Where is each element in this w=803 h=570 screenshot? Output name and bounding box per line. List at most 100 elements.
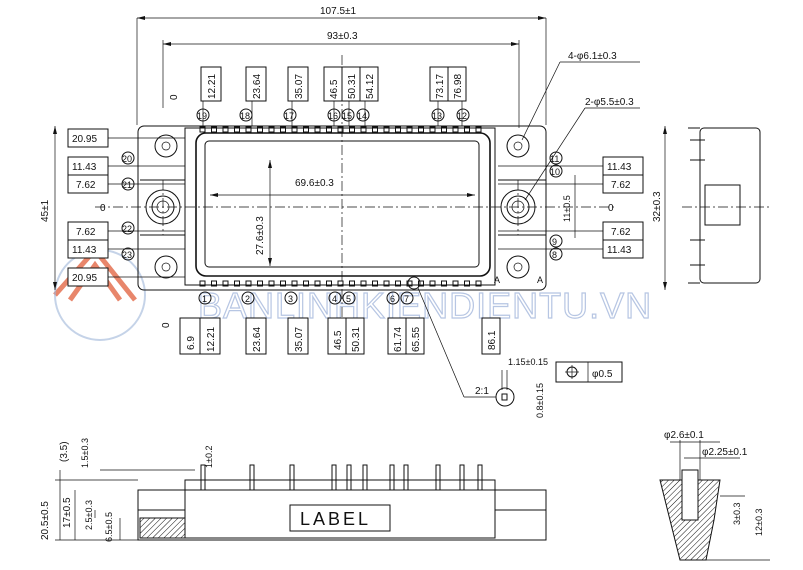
pin-pad: [268, 126, 275, 133]
svg-text:9: 9: [552, 237, 557, 247]
svg-text:17: 17: [284, 111, 294, 121]
svg-text:7.62: 7.62: [76, 180, 96, 191]
svg-text:65.55: 65.55: [411, 327, 422, 352]
svg-text:107.5±1: 107.5±1: [320, 6, 357, 17]
pin-pad: [418, 280, 424, 287]
bottom-pin-dims: 6.9 12.21 23.64 35.07 46.5 50.31 61.74 6…: [161, 317, 501, 355]
svg-text:20.5±0.5: 20.5±0.5: [40, 501, 51, 540]
svg-text:1: 1: [202, 294, 207, 304]
svg-text:46.5: 46.5: [333, 330, 344, 350]
pin-pad: [211, 126, 217, 133]
pin-detail-view: φ2.6±0.1 φ2.25±0.1 3±0.3 12±0.3: [659, 430, 770, 561]
pin-pad: [337, 280, 344, 287]
svg-text:4: 4: [332, 294, 337, 304]
svg-text:16: 16: [328, 111, 338, 121]
front-pin: [289, 464, 295, 491]
svg-text:11.43: 11.43: [72, 245, 97, 256]
pin-pad: [372, 280, 378, 287]
pin-pad: [372, 126, 378, 133]
svg-text:11±0.5: 11±0.5: [562, 195, 572, 222]
svg-text:11.43: 11.43: [72, 162, 97, 173]
pin-pad: [441, 126, 447, 133]
svg-text:6.9: 6.9: [186, 336, 197, 350]
svg-text:21: 21: [122, 180, 132, 190]
pin-pad: [406, 280, 413, 287]
svg-text:5: 5: [346, 294, 351, 304]
svg-text:45±1: 45±1: [40, 199, 51, 222]
pin-pad: [291, 126, 298, 133]
pin-pad: [280, 280, 286, 287]
pin-pad: [349, 126, 355, 133]
pin-pad: [395, 280, 401, 287]
svg-text:0: 0: [608, 203, 614, 214]
front-pin: [403, 464, 409, 491]
top-dim-label: 46.5: [329, 79, 340, 99]
svg-text:27.6±0.3: 27.6±0.3: [255, 216, 266, 255]
front-pin: [477, 464, 483, 491]
svg-text:1.15±0.15: 1.15±0.15: [508, 357, 548, 367]
pin-pad: [383, 126, 390, 133]
svg-text:11.43: 11.43: [607, 245, 632, 256]
svg-text:2-φ5.5±0.3: 2-φ5.5±0.3: [585, 97, 634, 108]
svg-text:7: 7: [404, 294, 409, 304]
top-dim-label: 12.21: [207, 74, 218, 99]
right-pin-dims: 11.43 7.62 7.62 11.43 0 11 10 9 8 11±0.5…: [494, 126, 667, 290]
pin-pad: [234, 126, 240, 133]
top-dim-label: 50.31: [347, 74, 358, 99]
svg-text:7.62: 7.62: [611, 227, 631, 238]
svg-text:φ2.25±0.1: φ2.25±0.1: [702, 447, 748, 458]
front-pin: [435, 464, 441, 491]
svg-text:18: 18: [240, 111, 250, 121]
svg-text:23: 23: [122, 250, 132, 260]
hole-callouts: 4-φ6.1±0.3 2-φ5.5±0.3: [521, 51, 640, 201]
svg-text:17±0.5: 17±0.5: [62, 497, 73, 528]
module-top-view: [95, 55, 615, 345]
pin-pad: [418, 126, 424, 133]
svg-text:1±0.2: 1±0.2: [204, 446, 214, 468]
pin-pad: [245, 126, 252, 133]
left-pin-dims: 45±1 20.95 11.43 7.62 7.62 11.43 20.95 0…: [40, 126, 185, 290]
svg-text:φ2.6±0.1: φ2.6±0.1: [664, 430, 704, 441]
pin-pad: [268, 280, 275, 287]
label-text: LABEL: [300, 509, 371, 529]
pin-pad: [257, 280, 263, 287]
pin-pad: [452, 126, 459, 133]
svg-text:7.62: 7.62: [76, 227, 96, 238]
dim-overall-width: 107.5±1: [136, 6, 547, 125]
front-pin: [331, 464, 337, 491]
svg-text:2: 2: [245, 294, 250, 304]
svg-text:11.43: 11.43: [607, 162, 632, 173]
pin-pad: [395, 126, 401, 133]
pin-pad: [349, 280, 355, 287]
svg-text:12: 12: [457, 111, 467, 121]
svg-text:6.5±0.5: 6.5±0.5: [104, 512, 114, 542]
svg-text:10: 10: [550, 167, 560, 177]
pin-pad: [326, 280, 332, 287]
svg-text:32±0.3: 32±0.3: [652, 191, 663, 222]
pin-pad: [291, 280, 298, 287]
pin-pad: [222, 280, 229, 287]
svg-text:2:1: 2:1: [475, 386, 489, 397]
pin-pad: [441, 280, 447, 287]
pin-detail-callout: 2:1 1.15±0.15 0.8±0.15 φ0.5: [407, 276, 623, 418]
pin-pad: [303, 126, 309, 133]
svg-text:23.64: 23.64: [252, 327, 263, 352]
bottom-pin-numbers: 1 2 3 4 5 6 7: [198, 291, 414, 305]
pin-pad: [257, 126, 263, 133]
top-dim-label: 76.98: [453, 74, 464, 99]
pin-pad: [452, 280, 459, 287]
svg-text:93±0.3: 93±0.3: [327, 31, 358, 42]
svg-text:0: 0: [169, 94, 180, 100]
top-dim-label: 73.17: [435, 74, 446, 99]
svg-text:61.74: 61.74: [393, 327, 404, 352]
pin-pad: [464, 280, 470, 287]
pin-pad: [475, 126, 482, 133]
front-pin: [346, 464, 352, 491]
front-pin: [459, 464, 465, 491]
dim-base-width: 93±0.3: [162, 31, 520, 128]
pin-pad: [314, 280, 321, 287]
front-view-dims: 20.5±0.5 17±0.5 2.5±0.3 6.5±0.5 (3.5) 1.…: [40, 438, 214, 542]
pin-pad: [475, 280, 482, 287]
svg-text:50.31: 50.31: [351, 327, 362, 352]
